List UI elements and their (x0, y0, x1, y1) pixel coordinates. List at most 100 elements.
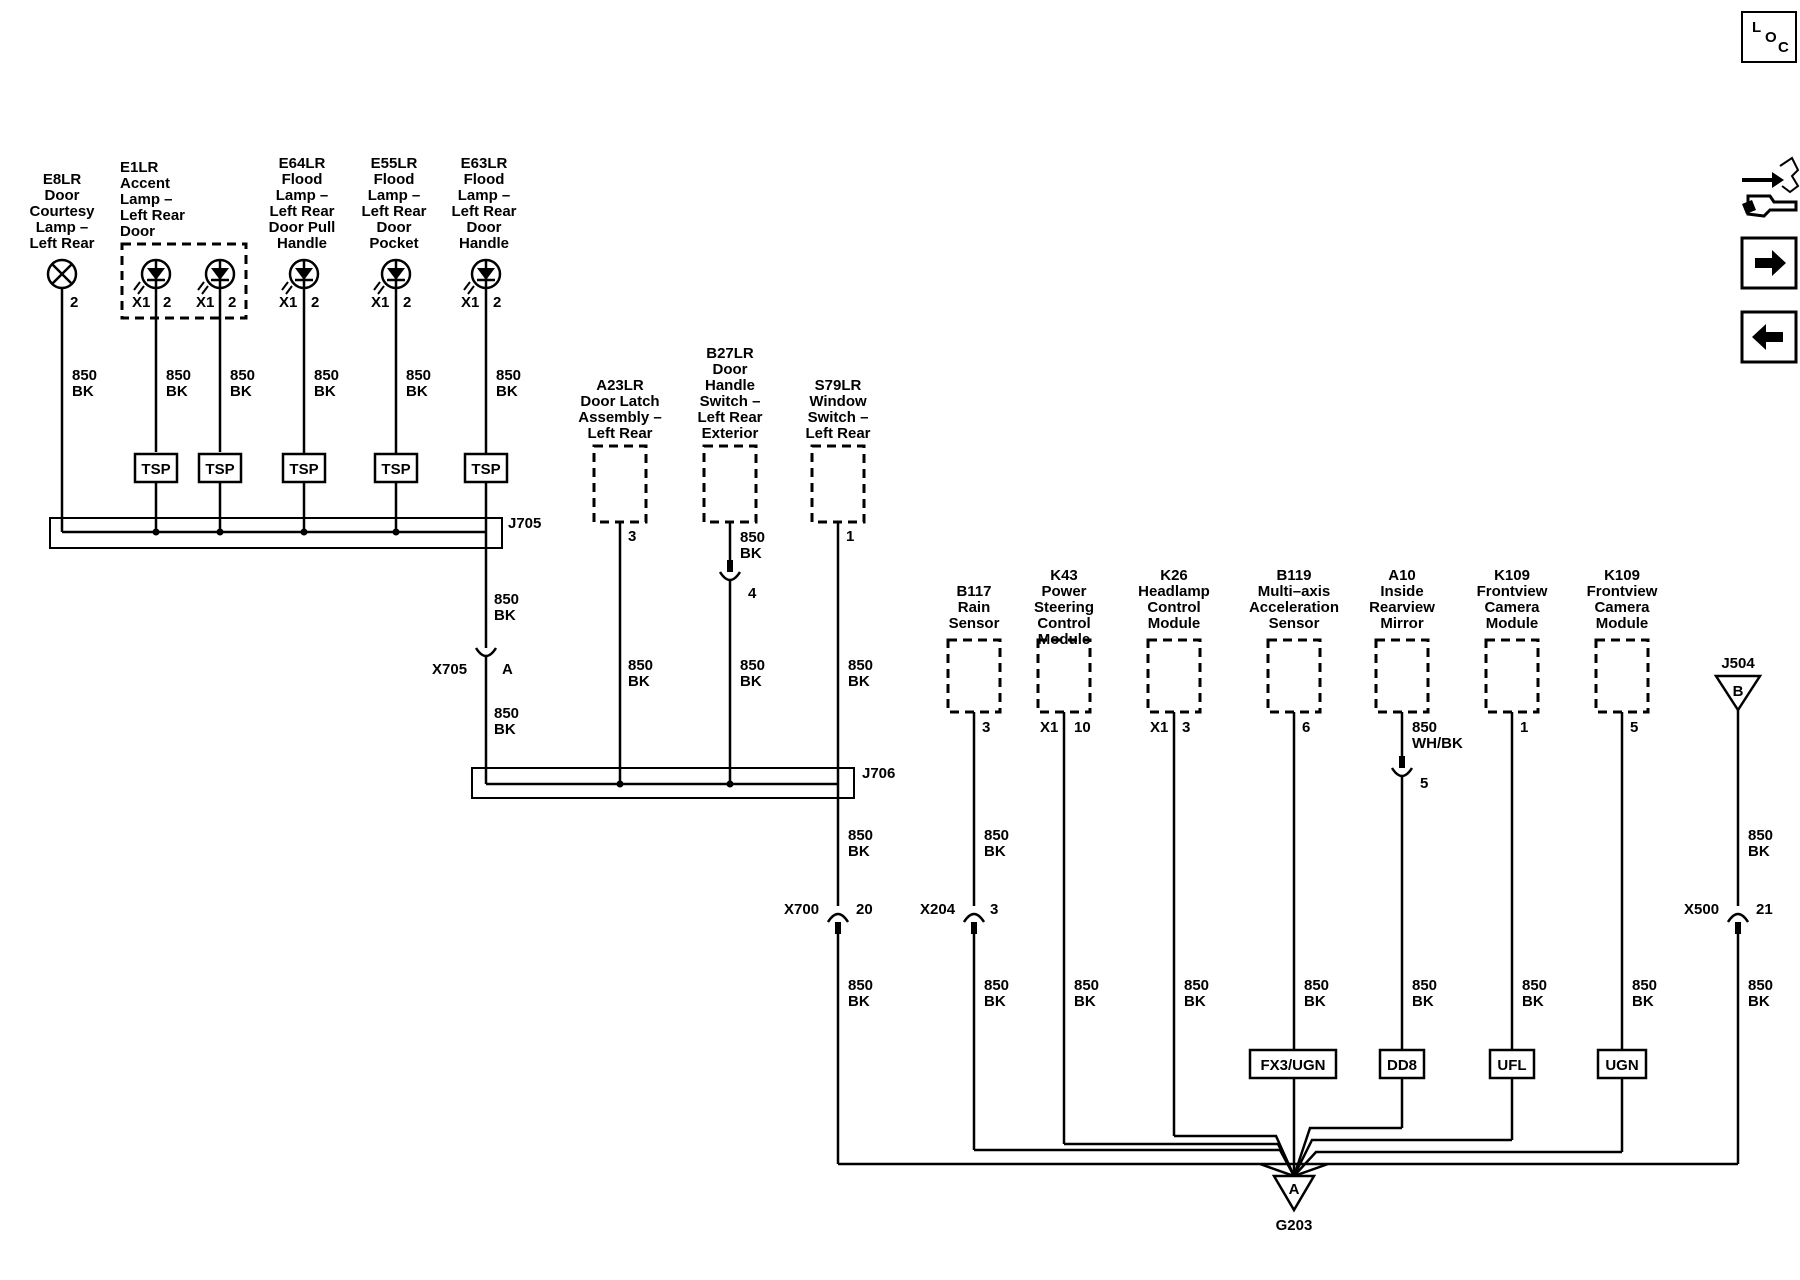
component-line: Door (713, 361, 748, 378)
lamp-e63lr-line: Lamp – (458, 187, 511, 204)
window-switch-s79lr: S79LR Window Switch – Left Rear 1 850 BK (805, 377, 873, 784)
wire-label: 850 (494, 591, 519, 608)
lamp-e64lr-id: E64LR (279, 155, 326, 172)
lamp-e55lr: E55LR Flood Lamp – Left Rear Door Pocket… (361, 155, 431, 532)
tsp-box (281, 452, 327, 484)
pin-label: 21 (1756, 901, 1773, 918)
wire-label: 850 (984, 977, 1009, 994)
wire-label: 850 (314, 367, 339, 384)
lamp-e1lr-line: Accent (120, 175, 170, 192)
led-icon (133, 258, 172, 295)
lamp-e8lr-line: Door (45, 187, 80, 204)
tsp-boxes: TSP TSP TSP TSP TSP (133, 452, 509, 532)
module-line: Sensor (1269, 615, 1320, 632)
option-tag-box (1596, 1048, 1648, 1080)
lamp-e64lr-line: Left Rear (269, 203, 334, 220)
wire-label: BK (984, 843, 1006, 860)
option-tag-box (1488, 1048, 1536, 1080)
wire-label: 850 (984, 827, 1009, 844)
option-tag-box (1248, 1048, 1338, 1080)
tsp-box (133, 452, 179, 484)
forward-arrow-button[interactable] (1740, 236, 1798, 290)
wire-label: BK (314, 383, 336, 400)
wire-label: BK (1184, 993, 1206, 1010)
wire-label: 850 (1412, 719, 1437, 736)
lamp-e8lr: E8LR Door Courtesy Lamp – Left Rear 2 85… (29, 171, 97, 532)
component-line: Door Latch (580, 393, 659, 410)
connector-label: X1 (371, 294, 389, 311)
pin-label: 2 (228, 294, 236, 311)
lamp-e55lr-id: E55LR (371, 155, 418, 172)
door-latch-a23lr: A23LR Door Latch Assembly – Left Rear 3 … (578, 377, 662, 784)
wire-label: BK (1074, 993, 1096, 1010)
lamp-e55lr-line: Left Rear (361, 203, 426, 220)
wire-label: 850 (848, 657, 873, 674)
module-line: Inside (1380, 583, 1423, 600)
splice-j705: J705 (49, 515, 541, 549)
wire-label: 850 (848, 977, 873, 994)
led-icon (373, 258, 412, 295)
diagnostic-wrench-icon[interactable] (1742, 156, 1800, 218)
connector-label: X1 (461, 294, 479, 311)
wire-label: BK (406, 383, 428, 400)
module-line: Sensor (949, 615, 1000, 632)
lamp-e63lr-line: Handle (459, 235, 509, 252)
lamp-e55lr-line: Flood (374, 171, 415, 188)
wire-label: 850 (166, 367, 191, 384)
wire-label: 850 (1074, 977, 1099, 994)
lamp-e63lr: E63LR Flood Lamp – Left Rear Door Handle… (451, 155, 521, 532)
connector-label: X1 (279, 294, 297, 311)
tsp-label: TSP (289, 461, 318, 478)
wire-label: BK (1522, 993, 1544, 1010)
pin-label: 3 (982, 719, 990, 736)
connector-label: X1 (132, 294, 150, 311)
lamp-e8lr-line: Left Rear (29, 235, 94, 252)
module-id: A10 (1388, 567, 1416, 584)
wire-label: WH/BK (1412, 735, 1463, 752)
pin-label: 5 (1420, 775, 1428, 792)
tsp-label: TSP (141, 461, 170, 478)
pin-label: 2 (493, 294, 501, 311)
lamp-e8lr-line: Lamp – (36, 219, 89, 236)
pin-label: 1 (846, 528, 854, 545)
option-tag: UFL (1497, 1057, 1526, 1074)
module-id: K43 (1050, 567, 1078, 584)
wire-label: BK (1748, 993, 1770, 1010)
module-line: Camera (1484, 599, 1540, 616)
pin-label: 6 (1302, 719, 1310, 736)
connector-label: X1 (1040, 719, 1058, 736)
splice-j504-label: J504 (1721, 655, 1755, 672)
connector-x700: 850 BK X700 20 850 BK (784, 784, 873, 1164)
wire-label: 850 (496, 367, 521, 384)
lamp-e64lr-line: Door Pull (269, 219, 336, 236)
wire-label: BK (1304, 993, 1326, 1010)
pin-label: A (502, 661, 513, 678)
wire-label: 850 (230, 367, 255, 384)
connector-x500-label: X500 (1684, 901, 1719, 918)
loc-button[interactable]: L O C (1741, 11, 1797, 63)
splice-j504-x500: J504 B 850 BK X500 21 850 BK (1684, 655, 1773, 1164)
module-line: Mirror (1380, 615, 1424, 632)
lamp-e1lr-line: Door (120, 223, 155, 240)
back-arrow-button[interactable] (1740, 310, 1798, 364)
lamp-e63lr-line: Door (467, 219, 502, 236)
pin-label: 2 (70, 294, 78, 311)
component-line: Window (809, 393, 867, 410)
rain-sensor-b117: B117 Rain Sensor 3 850 BK X204 3 850 BK (920, 583, 1009, 1150)
splice-j706: J706 (471, 765, 895, 799)
module-line: Acceleration (1249, 599, 1339, 616)
wire-label: 850 (740, 657, 765, 674)
wire-label: BK (848, 993, 870, 1010)
module-line: Power (1041, 583, 1086, 600)
wire-label: 850 (494, 705, 519, 722)
loc-letter-o: O (1765, 29, 1777, 46)
module-id: K26 (1160, 567, 1188, 584)
module-line: Frontview (1587, 583, 1658, 600)
pin-label: 3 (628, 528, 636, 545)
component-id: S79LR (815, 377, 862, 394)
component-line: Exterior (702, 425, 759, 442)
module-line: Module (1596, 615, 1649, 632)
wire-label: BK (1748, 843, 1770, 860)
wire-label: 850 (1748, 827, 1773, 844)
component-id: B27LR (706, 345, 754, 362)
